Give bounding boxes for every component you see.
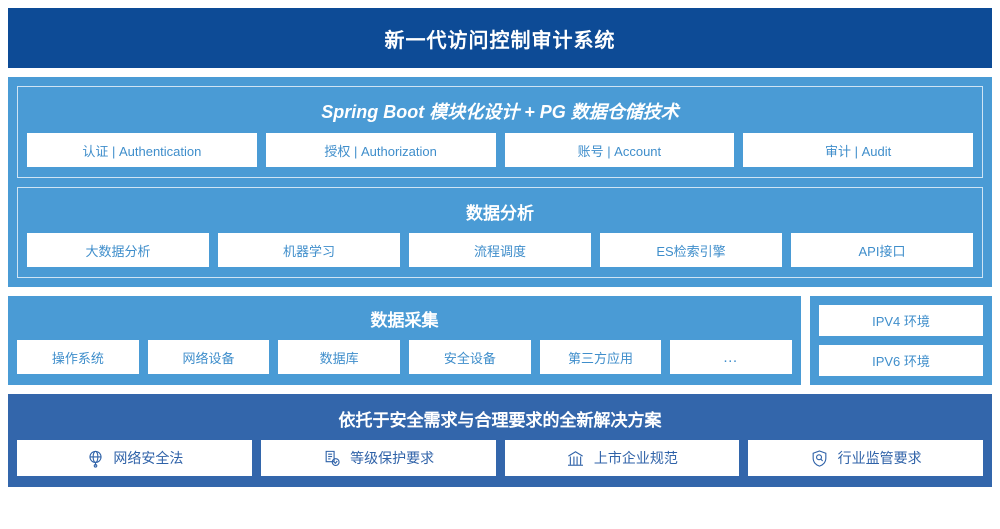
chip-label: 网络安全法 (113, 450, 184, 466)
chip-industry-regulation[interactable]: 行业监管要求 (748, 440, 983, 476)
chip-machine-learning[interactable]: 机器学习 (218, 233, 400, 267)
chip-row-data-collection: 操作系统 网络设备 数据库 安全设备 第三方应用 … (17, 340, 793, 374)
bank-building-icon (566, 448, 586, 468)
document-check-icon (322, 448, 342, 468)
chip-more-ellipsis[interactable]: … (670, 340, 793, 374)
chip-label: 上市企业规范 (593, 450, 678, 466)
chip-row-data-analysis: 大数据分析 机器学习 流程调度 ES检索引擎 API接口 (27, 233, 973, 267)
globe-network-icon (85, 448, 105, 468)
chip-row-spring-boot: 认证 | Authentication 授权 | Authorization 账… (27, 133, 973, 167)
chip-database[interactable]: 数据库 (278, 340, 401, 374)
chip-network-device[interactable]: 网络设备 (147, 340, 270, 374)
group-title-spring-boot: Spring Boot 模块化设计 + PG 数据仓储技术 (321, 102, 679, 122)
data-collection-panel: 数据采集 操作系统 网络设备 数据库 安全设备 第三方应用 … (8, 296, 801, 385)
chip-third-party-app[interactable]: 第三方应用 (539, 340, 662, 374)
chip-process-scheduling[interactable]: 流程调度 (409, 233, 591, 267)
group-data-analysis: 数据分析 大数据分析 机器学习 流程调度 ES检索引擎 API接口 (17, 187, 983, 278)
solution-panel: 依托于安全需求与合理要求的全新解决方案 网络安全法 (8, 394, 992, 487)
chip-ipv6-environment[interactable]: IPV6 环境 (819, 345, 983, 376)
chip-audit[interactable]: 审计 | Audit (743, 133, 973, 167)
chip-es-search-engine[interactable]: ES检索引擎 (600, 233, 782, 267)
chip-account[interactable]: 账号 | Account (504, 133, 735, 167)
group-title-data-collection: 数据采集 (370, 311, 439, 330)
collection-row: 数据采集 操作系统 网络设备 数据库 安全设备 第三方应用 … IPV4 环境 … (8, 296, 992, 385)
chip-label: 等级保护要求 (350, 450, 435, 466)
chip-ipv4-environment[interactable]: IPV4 环境 (819, 305, 983, 336)
chip-authorization[interactable]: 授权 | Authorization (265, 133, 496, 167)
chip-cybersecurity-law[interactable]: 网络安全法 (17, 440, 252, 476)
group-title-solution: 依托于安全需求与合理要求的全新解决方案 (338, 411, 662, 430)
chip-api-interface[interactable]: API接口 (791, 233, 973, 267)
ip-environment-panel: IPV4 环境 IPV6 环境 (810, 296, 992, 385)
chip-operating-system[interactable]: 操作系统 (17, 340, 139, 374)
chip-security-device[interactable]: 安全设备 (409, 340, 531, 374)
chip-row-solution: 网络安全法 等级保护要求 (17, 440, 983, 476)
header-banner: 新一代访问控制审计系统 (8, 8, 992, 68)
group-spring-boot: Spring Boot 模块化设计 + PG 数据仓储技术 认证 | Authe… (17, 86, 983, 178)
platform-panel: Spring Boot 模块化设计 + PG 数据仓储技术 认证 | Authe… (8, 77, 992, 287)
chip-authentication[interactable]: 认证 | Authentication (27, 133, 257, 167)
chip-label: 行业监管要求 (837, 450, 922, 466)
page-title: 新一代访问控制审计系统 (384, 29, 616, 52)
shield-search-icon (810, 448, 830, 468)
group-title-data-analysis: 数据分析 (466, 204, 534, 223)
chip-big-data-analysis[interactable]: 大数据分析 (27, 233, 209, 267)
chip-listed-company-standards[interactable]: 上市企业规范 (504, 440, 740, 476)
chip-classified-protection[interactable]: 等级保护要求 (260, 440, 496, 476)
